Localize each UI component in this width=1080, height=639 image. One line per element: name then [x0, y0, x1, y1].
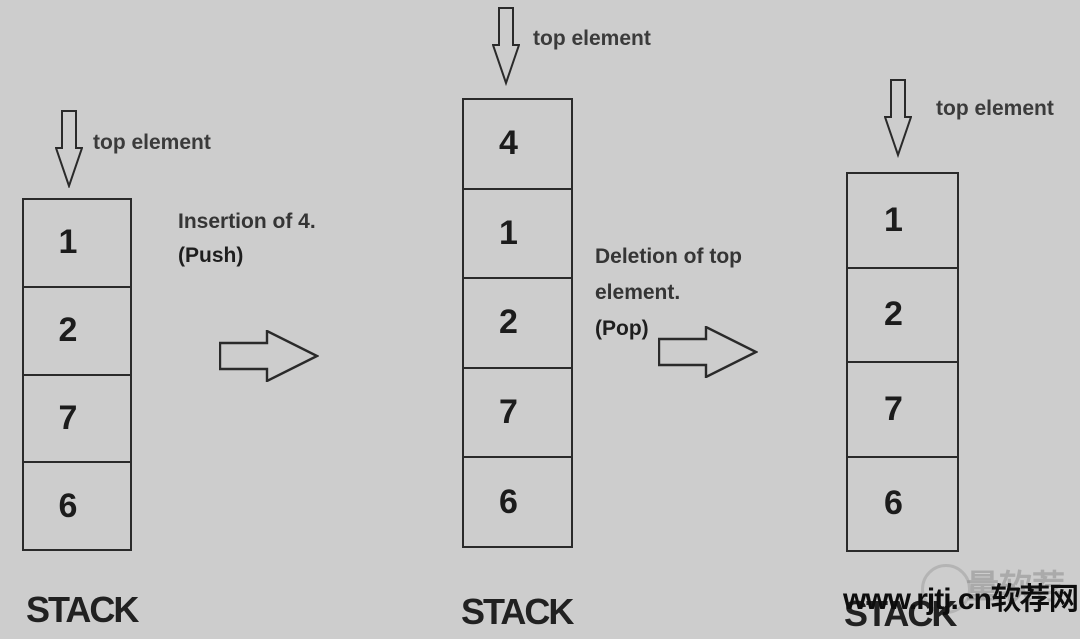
watermark-text: www.rjtj.cn软荐网: [843, 583, 1079, 616]
stack-cell: 7: [24, 376, 130, 464]
watermark-ghost-logo-icon: [921, 564, 971, 614]
stack-cell: 7: [848, 363, 957, 458]
stack-cell: 4: [464, 100, 571, 190]
pop-operation-text: Deletion of top element. (Pop): [595, 239, 742, 347]
stack-cell: 1: [24, 200, 130, 288]
push-operation-line1: Insertion of 4.: [178, 210, 316, 233]
stack-cell: 2: [848, 269, 957, 363]
cell-value: 4: [499, 124, 518, 163]
top-element-down-arrow-icon: [492, 7, 520, 87]
cell-value: 1: [58, 223, 78, 262]
stack-caption: STACK: [461, 591, 574, 632]
cell-value: 1: [499, 213, 518, 252]
stack-cell: 6: [464, 458, 571, 546]
stack-cell: 2: [24, 288, 130, 376]
top-element-label: top element: [533, 27, 651, 50]
stack-after-pop: 1 2 7 6: [846, 172, 959, 552]
stack-initial: 1 2 7 6: [22, 198, 132, 551]
stack-caption: STACK: [844, 593, 957, 634]
pop-operation-line1: Deletion of top: [595, 245, 742, 268]
push-operation-line2: (Push): [178, 244, 244, 267]
stack-cell: 7: [464, 369, 571, 459]
push-operation-text: Insertion of 4. (Push): [178, 205, 316, 273]
pop-operation-line3: (Pop): [595, 317, 649, 340]
cell-value: 2: [884, 295, 903, 334]
cell-value: 6: [884, 484, 903, 523]
top-element-label: top element: [93, 131, 211, 154]
pop-operation-line2: element.: [595, 281, 681, 304]
cell-value: 7: [58, 398, 78, 437]
stack-after-push: 4 1 2 7 6: [462, 98, 573, 548]
stack-cell: 2: [464, 279, 571, 369]
stack-cell: 6: [848, 458, 957, 551]
stack-cell: 6: [24, 463, 130, 549]
stack-cell: 1: [848, 174, 957, 269]
pop-right-arrow-icon: [658, 326, 758, 378]
cell-value: 6: [499, 482, 518, 521]
push-right-arrow-icon: [219, 330, 319, 382]
top-element-label: top element: [936, 97, 1054, 120]
top-element-down-arrow-icon: [884, 79, 912, 158]
cell-value: 7: [884, 389, 903, 428]
cell-value: 6: [58, 486, 78, 525]
cell-value: 2: [499, 303, 518, 342]
watermark-ghost-text: 量软荐: [966, 568, 1065, 605]
cell-value: 2: [58, 311, 78, 350]
stack-caption: STACK: [26, 589, 139, 630]
stack-cell: 1: [464, 190, 571, 280]
cell-value: 1: [884, 200, 903, 239]
cell-value: 7: [499, 393, 518, 432]
top-element-down-arrow-icon: [55, 110, 83, 188]
